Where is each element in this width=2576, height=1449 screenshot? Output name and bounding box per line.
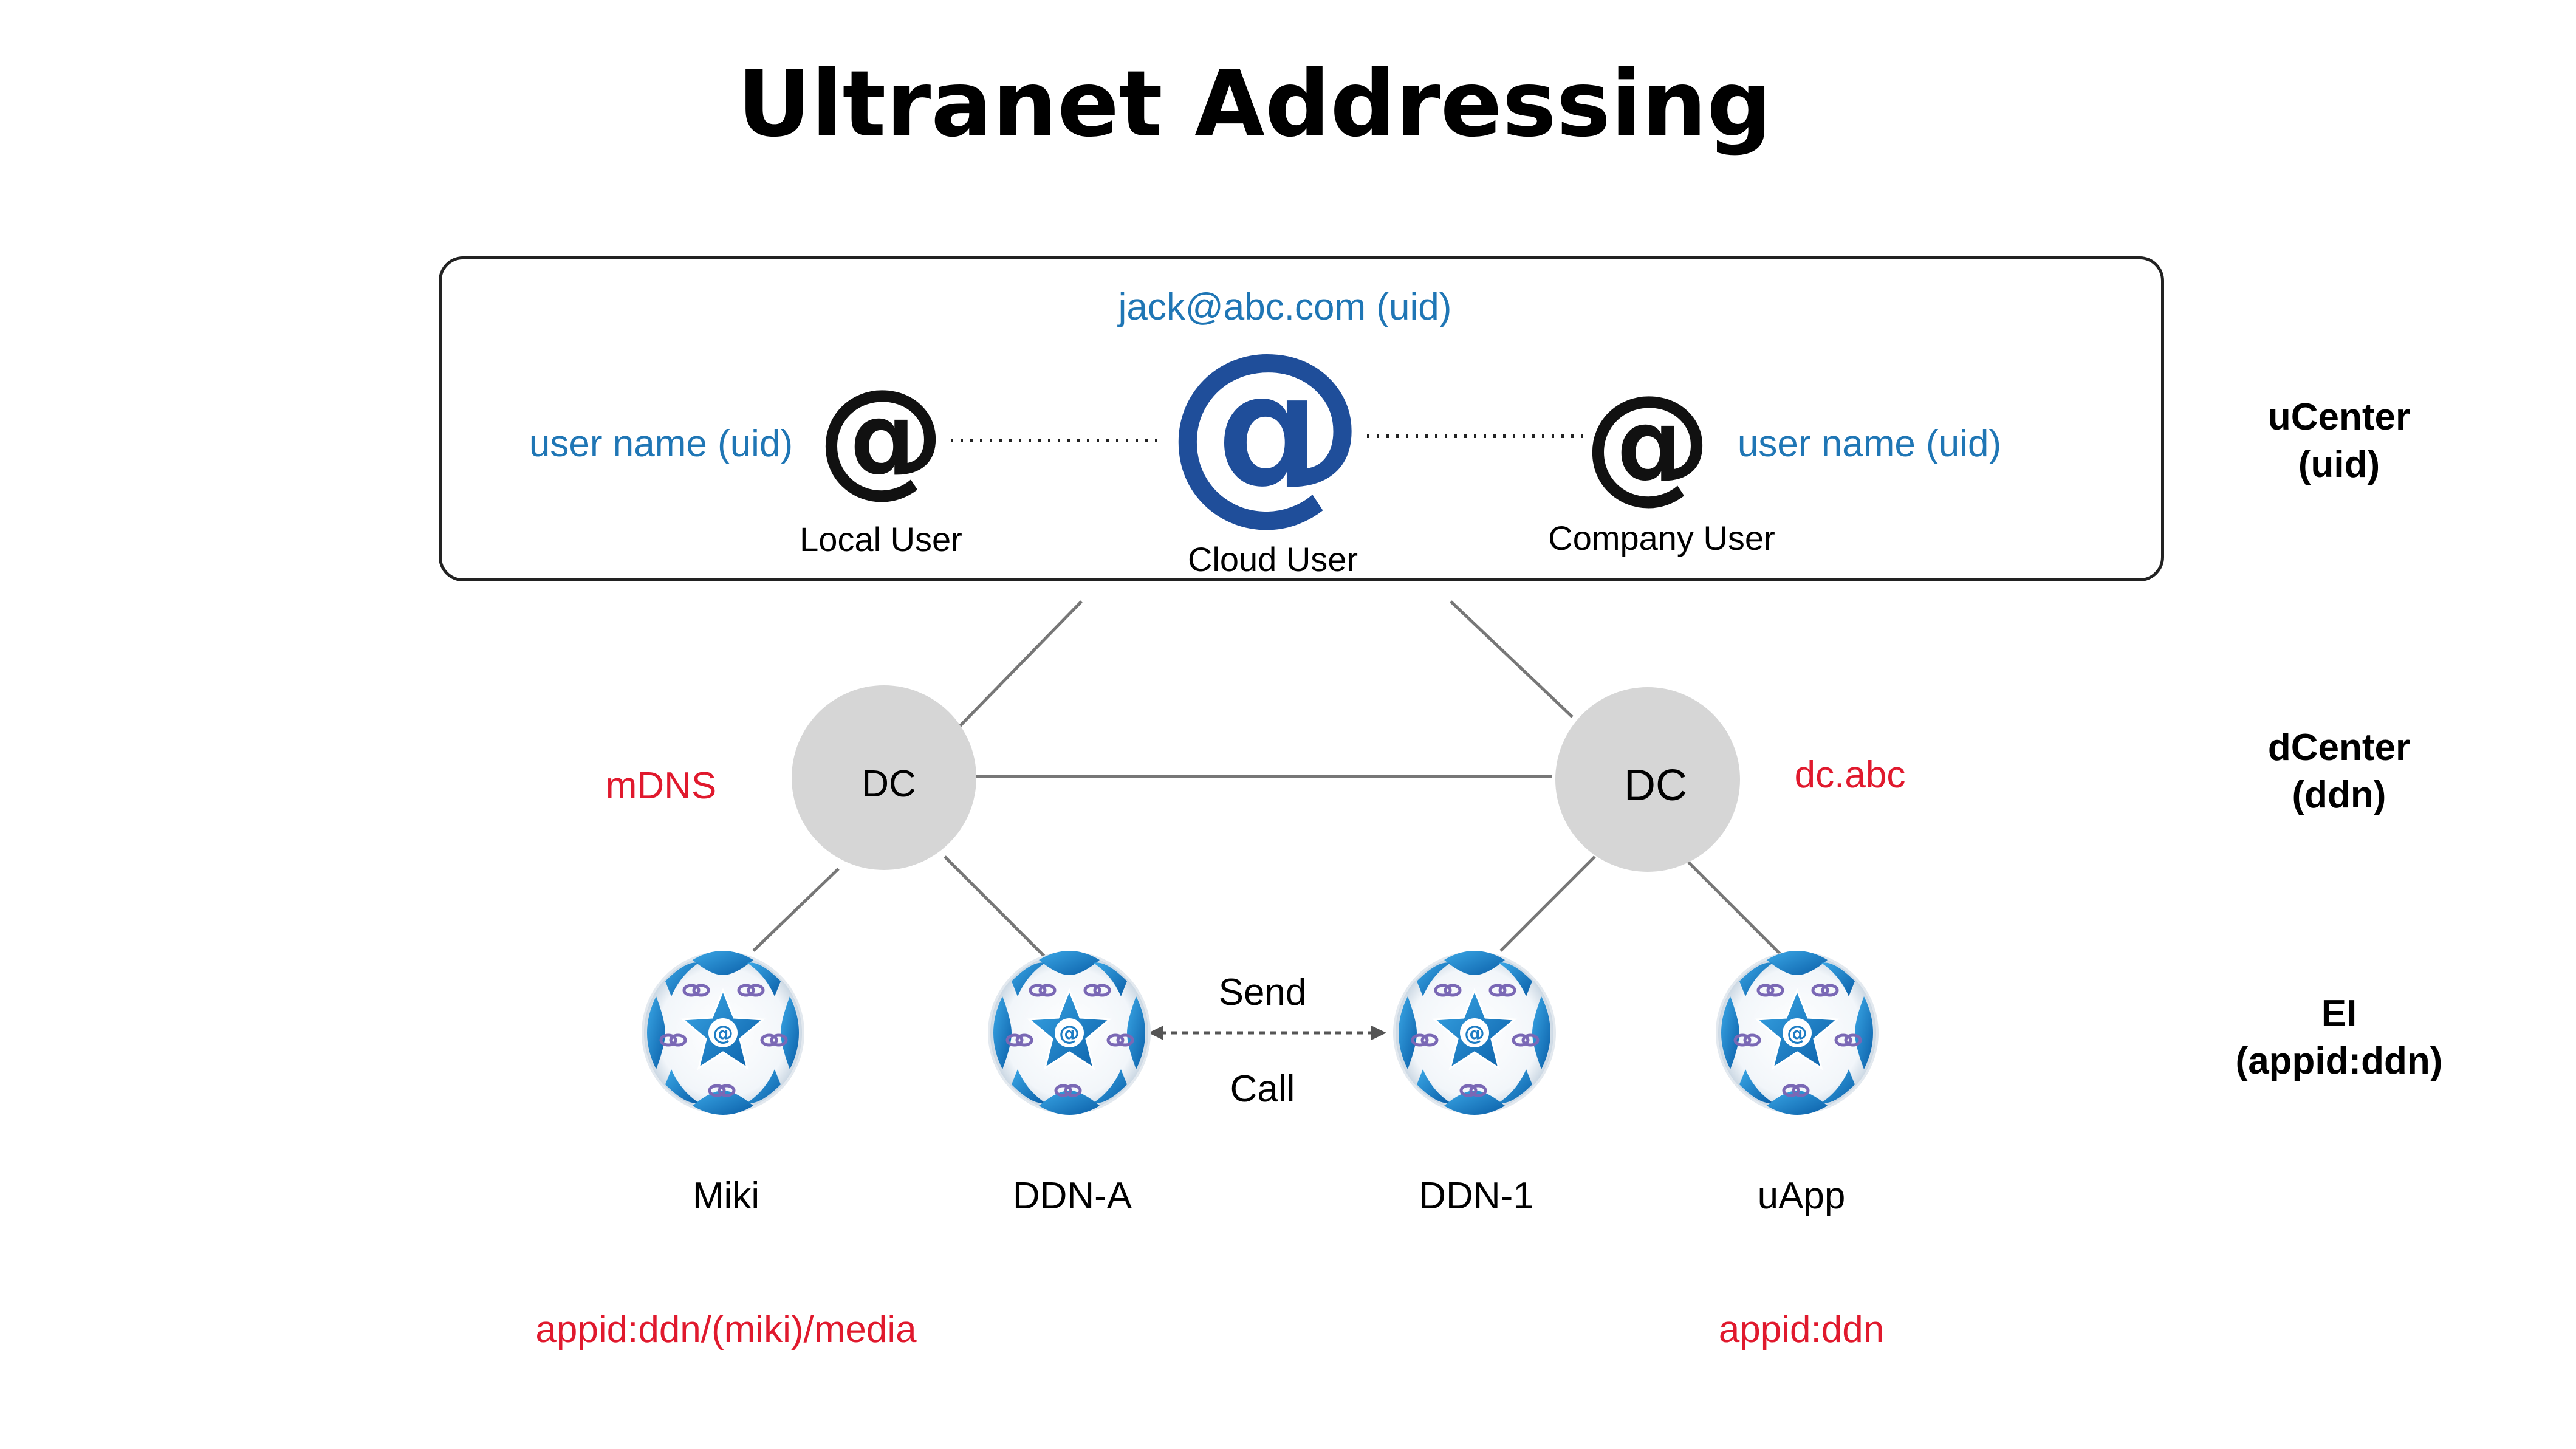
send-call-arrow	[1148, 1026, 1386, 1040]
send-label: Send	[1218, 971, 1307, 1013]
link-cloud-dc-right	[1450, 600, 1574, 718]
ei-icon-miki	[643, 951, 803, 1115]
layer-ucenter-label: uCenter (uid)	[2268, 394, 2410, 488]
company-user-label: Company User	[1548, 519, 1775, 557]
ei-icon-ddn-1	[1394, 951, 1555, 1115]
svg-text:@: @	[1584, 368, 1711, 516]
link-dc-ddna	[944, 855, 1049, 961]
cloud-uid-label: jack@abc.com (uid)	[1118, 286, 1452, 328]
link-cloud-dc-left	[959, 600, 1083, 727]
user-center-box	[439, 256, 2164, 581]
page-title: Ultranet Addressing	[737, 52, 1772, 157]
company-user-icon: @	[1584, 368, 1711, 516]
svg-text:@: @	[817, 361, 945, 510]
layer-dcenter-label: dCenter (ddn)	[2268, 724, 2410, 819]
layer-ucenter-name: uCenter	[2267, 396, 2411, 438]
ei-icon-uapp	[1717, 951, 1877, 1115]
dc-abc-annotation: dc.abc	[1794, 754, 1906, 796]
dc-left-label: DC	[862, 763, 916, 805]
call-label: Call	[1230, 1068, 1295, 1110]
link-dc-miki	[752, 868, 840, 952]
layer-ucenter-key: (uid)	[2298, 444, 2380, 485]
cloud-user-icon: @	[1165, 309, 1366, 543]
local-user-label: Local User	[800, 520, 962, 558]
ddn-1-label: DDN-1	[1419, 1175, 1534, 1217]
uapp-address-label: appid:ddn	[1718, 1309, 1885, 1351]
local-uid-label: user name (uid)	[529, 423, 793, 465]
miki-label: Miki	[692, 1175, 760, 1217]
miki-address-label: appid:ddn/(miki)/media	[535, 1309, 917, 1351]
ei-icon-ddn-a	[989, 951, 1149, 1115]
cloud-user-label: Cloud User	[1187, 540, 1358, 578]
svg-text:@: @	[1165, 309, 1366, 543]
dc-node-right	[1555, 687, 1740, 872]
layer-ei-name: EI	[2321, 993, 2357, 1035]
layer-dcenter-key: (ddn)	[2292, 774, 2386, 816]
ddn-a-label: DDN-A	[1012, 1175, 1132, 1217]
company-uid-label: user name (uid)	[1737, 423, 2002, 465]
link-dc-ddn1	[1499, 855, 1596, 952]
link-dc-uapp	[1682, 855, 1790, 964]
local-user-icon: @	[817, 361, 945, 510]
dc-right-label: DC	[1624, 761, 1687, 810]
connection-lines	[752, 600, 1790, 964]
dc-node-left	[792, 685, 976, 870]
layer-ei-label: EI (appid:ddn)	[2236, 990, 2443, 1085]
uapp-label: uApp	[1757, 1175, 1846, 1217]
mdns-annotation: mDNS	[605, 765, 717, 807]
layer-ei-key: (appid:ddn)	[2235, 1040, 2443, 1082]
layer-dcenter-name: dCenter	[2267, 727, 2411, 769]
